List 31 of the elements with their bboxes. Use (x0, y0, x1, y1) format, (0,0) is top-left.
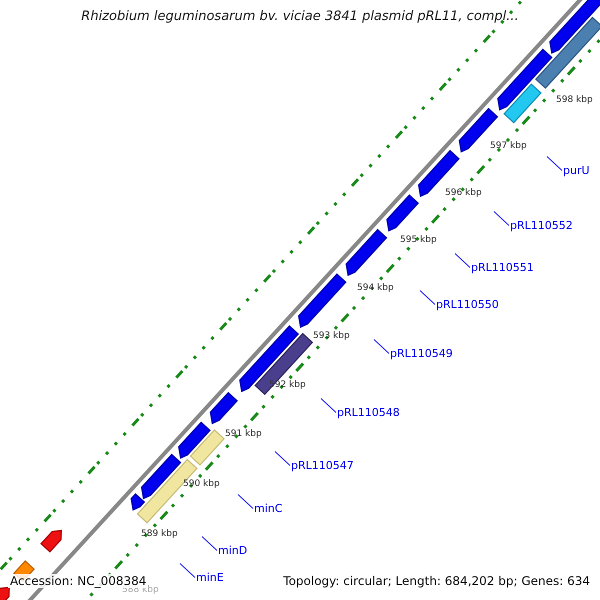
leader-line (546, 156, 562, 171)
gene-label: purU (563, 164, 590, 177)
leader-line (374, 339, 390, 354)
leader-line (420, 290, 436, 305)
leader-line (274, 451, 290, 466)
gene-label: minC (254, 502, 282, 515)
gene-label: minD (218, 544, 248, 557)
scale-label: 591 kbp (225, 429, 262, 439)
leader-line (202, 536, 218, 551)
gene-label: pRL110551 (471, 261, 534, 274)
scale-label: 593 kbp (313, 331, 350, 341)
scale-label: 594 kbp (357, 283, 394, 293)
leader-line (320, 398, 336, 413)
map-title: Rhizobium leguminosarum bv. viciae 3841 plasmid pRL11, compl... (80, 9, 520, 24)
scale-label: 590 kbp (183, 479, 220, 489)
leader-line (494, 211, 510, 226)
gene-label: pRL110549 (390, 347, 453, 360)
scale-label: 589 kbp (141, 529, 178, 539)
scale-label: 596 kbp (445, 188, 482, 198)
scale-label: 597 kbp (490, 141, 527, 151)
scale-label: 595 kbp (400, 235, 437, 245)
gene-label: pRL110547 (291, 459, 354, 472)
scale-label: 598 kbp (556, 95, 593, 105)
gene-label: minE (196, 571, 224, 584)
leader-line (454, 253, 470, 268)
gene-label: pRL110550 (436, 298, 499, 311)
leader-line (180, 563, 196, 578)
gene-label: pRL110548 (337, 406, 400, 419)
summary-text: Topology: circular; Length: 684,202 bp; Genes: 634 (281, 574, 592, 588)
gene-label: pRL110552 (510, 219, 573, 232)
leader-line (238, 494, 254, 509)
